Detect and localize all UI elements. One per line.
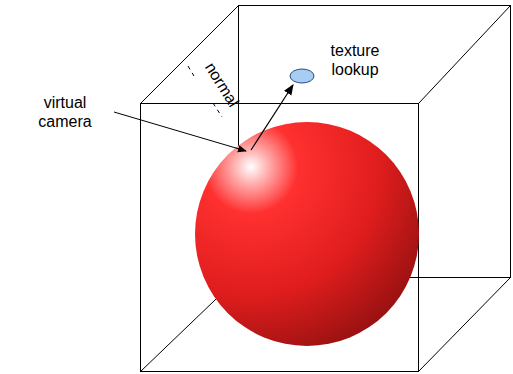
dash-mark — [213, 103, 222, 117]
callout-label: texture lookup — [315, 41, 395, 79]
cube-wireframe — [141, 6, 511, 372]
normal-arrow — [251, 85, 293, 150]
cube-edge — [419, 6, 511, 104]
sphere — [195, 122, 419, 346]
texture-lookup-spot — [290, 69, 314, 83]
cube-front-face — [141, 104, 419, 372]
leader-arrow — [114, 112, 246, 151]
cube-edge — [419, 278, 511, 372]
dash-mark — [188, 66, 194, 76]
callout-label: virtual camera — [15, 93, 115, 131]
callout-label: normal — [193, 45, 252, 123]
